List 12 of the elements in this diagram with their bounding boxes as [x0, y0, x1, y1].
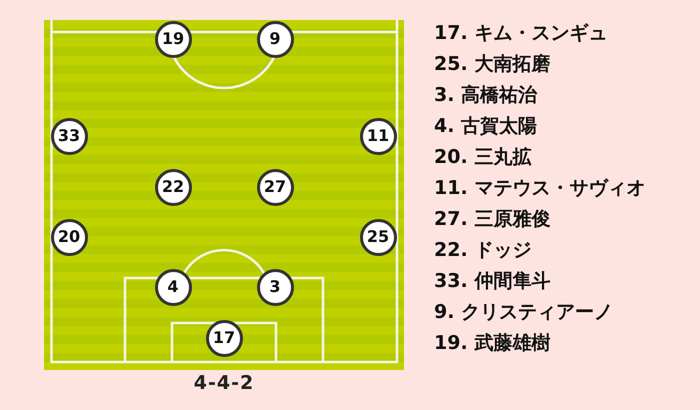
roster-entry: 17. キム・スンギュ: [434, 21, 608, 45]
roster-entry: 27. 三原雅俊: [434, 207, 550, 231]
roster-entry: 22. ドッジ: [434, 238, 532, 262]
roster-entry: 19. 武藤雄樹: [434, 331, 550, 355]
roster-entry: 11. マテウス・サヴィオ: [434, 176, 646, 200]
roster-entry: 4. 古賀太陽: [434, 114, 538, 138]
roster-entry: 3. 高橋祐治: [434, 83, 538, 107]
roster-entry: 25. 大南拓磨: [434, 52, 550, 76]
roster-entry: 33. 仲間隼斗: [434, 269, 550, 293]
roster-entry: 9. クリスティアーノ: [434, 300, 614, 324]
roster-entry: 20. 三丸拡: [434, 145, 532, 169]
formation-label: 4-4-2: [192, 371, 256, 395]
